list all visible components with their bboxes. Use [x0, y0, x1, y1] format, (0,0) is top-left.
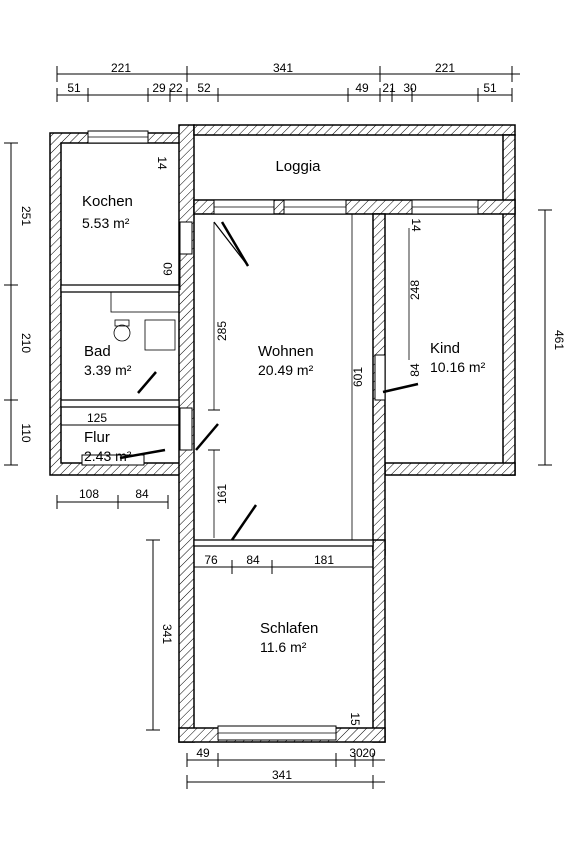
windows: [81, 130, 479, 741]
dim-schlafen-bottom-inner-3: 20: [362, 746, 376, 760]
bad-door: [137, 371, 157, 394]
kochen-area: 5.53 m²: [82, 215, 130, 231]
dim-schlafen-bottom-inner-2: 30: [349, 746, 363, 760]
dim-schlafen-bottom-outer: 341: [272, 768, 292, 782]
dim-kind-left-2: 84: [408, 363, 422, 377]
dim-schlafen-top-3: 181: [314, 553, 334, 567]
kind-bottom-wall: [384, 462, 516, 476]
dim-kind-left-1: 248: [408, 280, 422, 300]
dim-top-inner-7: 30: [403, 81, 417, 95]
wohnen-name: Wohnen: [258, 343, 314, 360]
kitchen-counter-outline: [110, 291, 180, 313]
kind-name: Kind: [430, 340, 460, 357]
wohnen-loggia-door: [220, 221, 250, 267]
dim-left-1: 251: [19, 206, 33, 226]
shower-tray: [144, 319, 176, 351]
wohnen-flur-door: [195, 423, 219, 451]
flur-door-frame: [179, 407, 193, 451]
dim-top-3: 221: [435, 61, 455, 75]
entry-frame: [81, 454, 145, 466]
dim-small-1: 14: [155, 156, 169, 170]
dim-schlafen-top-1: 76: [204, 553, 218, 567]
loggia-name: Loggia: [275, 158, 321, 175]
dim-wohnen-left-1: 285: [215, 321, 229, 341]
dim-top-inner-2: 29: [152, 81, 166, 95]
dimensions: 221 341 221 51 29 22 52 49 21 30 51 251 …: [4, 61, 566, 789]
dim-small-3: 15: [348, 712, 362, 726]
left-block-wall: [49, 132, 181, 476]
bad-flur-wall: [60, 399, 180, 408]
wohnen-area: 20.49 m²: [258, 362, 314, 378]
toilet-tank: [114, 319, 130, 327]
kind-door: [382, 382, 419, 394]
dim-flur-bottom-1: 108: [79, 487, 99, 501]
wohnen-schlafen-wall: [193, 539, 374, 547]
dim-kochen-inner: 60: [161, 262, 175, 276]
dim-small-2: 14: [409, 218, 423, 232]
dim-top-inner-3: 22: [169, 81, 183, 95]
doors: [119, 221, 419, 541]
wohnen-schlafen-door: [230, 504, 258, 541]
dim-top-1: 221: [111, 61, 131, 75]
dim-schlafen-top-2: 84: [246, 553, 260, 567]
dim-wohnen-right: 601: [351, 367, 365, 387]
entry-door: [119, 448, 166, 460]
wohnen-side-window: [179, 221, 193, 255]
room-labels: Loggia Kochen 5.53 m² Bad 3.39 m² Flur 2…: [82, 158, 486, 655]
dim-top-2: 341: [273, 61, 293, 75]
dim-schlafen-bottom-inner-1: 49: [196, 746, 210, 760]
schlafen-area: 11.6 m²: [260, 639, 307, 655]
dim-right: 461: [552, 330, 566, 350]
dim-top-inner-6: 21: [382, 81, 396, 95]
toilet-bowl: [113, 324, 131, 342]
schlafen-right-wall: [372, 539, 386, 743]
bad-name: Bad: [84, 343, 111, 360]
flur-area: 2.43 m²: [84, 448, 132, 464]
dim-top-inner-1: 51: [67, 81, 81, 95]
dim-wohnen-left-2: 161: [215, 484, 229, 504]
schlafen-name: Schlafen: [260, 620, 318, 637]
dim-top-inner-4: 52: [197, 81, 211, 95]
dim-left-3: 110: [19, 423, 33, 442]
dim-schlafen-left: 341: [160, 624, 174, 644]
loggia-top-wall: [193, 124, 516, 136]
right-outer-wall: [502, 134, 516, 476]
kind-area: 10.16 m²: [430, 359, 486, 375]
dim-flur-width: 125: [87, 411, 107, 425]
kochen-bad-wall: [60, 284, 180, 293]
kochen-name: Kochen: [82, 193, 133, 210]
bad-area: 3.39 m²: [84, 362, 132, 378]
dim-flur-bottom-2: 84: [135, 487, 149, 501]
dim-left-2: 210: [19, 333, 33, 353]
kind-door-frame: [374, 354, 386, 401]
dim-top-inner-8: 51: [483, 81, 497, 95]
flur-name: Flur: [84, 429, 110, 446]
dim-top-inner-5: 49: [355, 81, 369, 95]
